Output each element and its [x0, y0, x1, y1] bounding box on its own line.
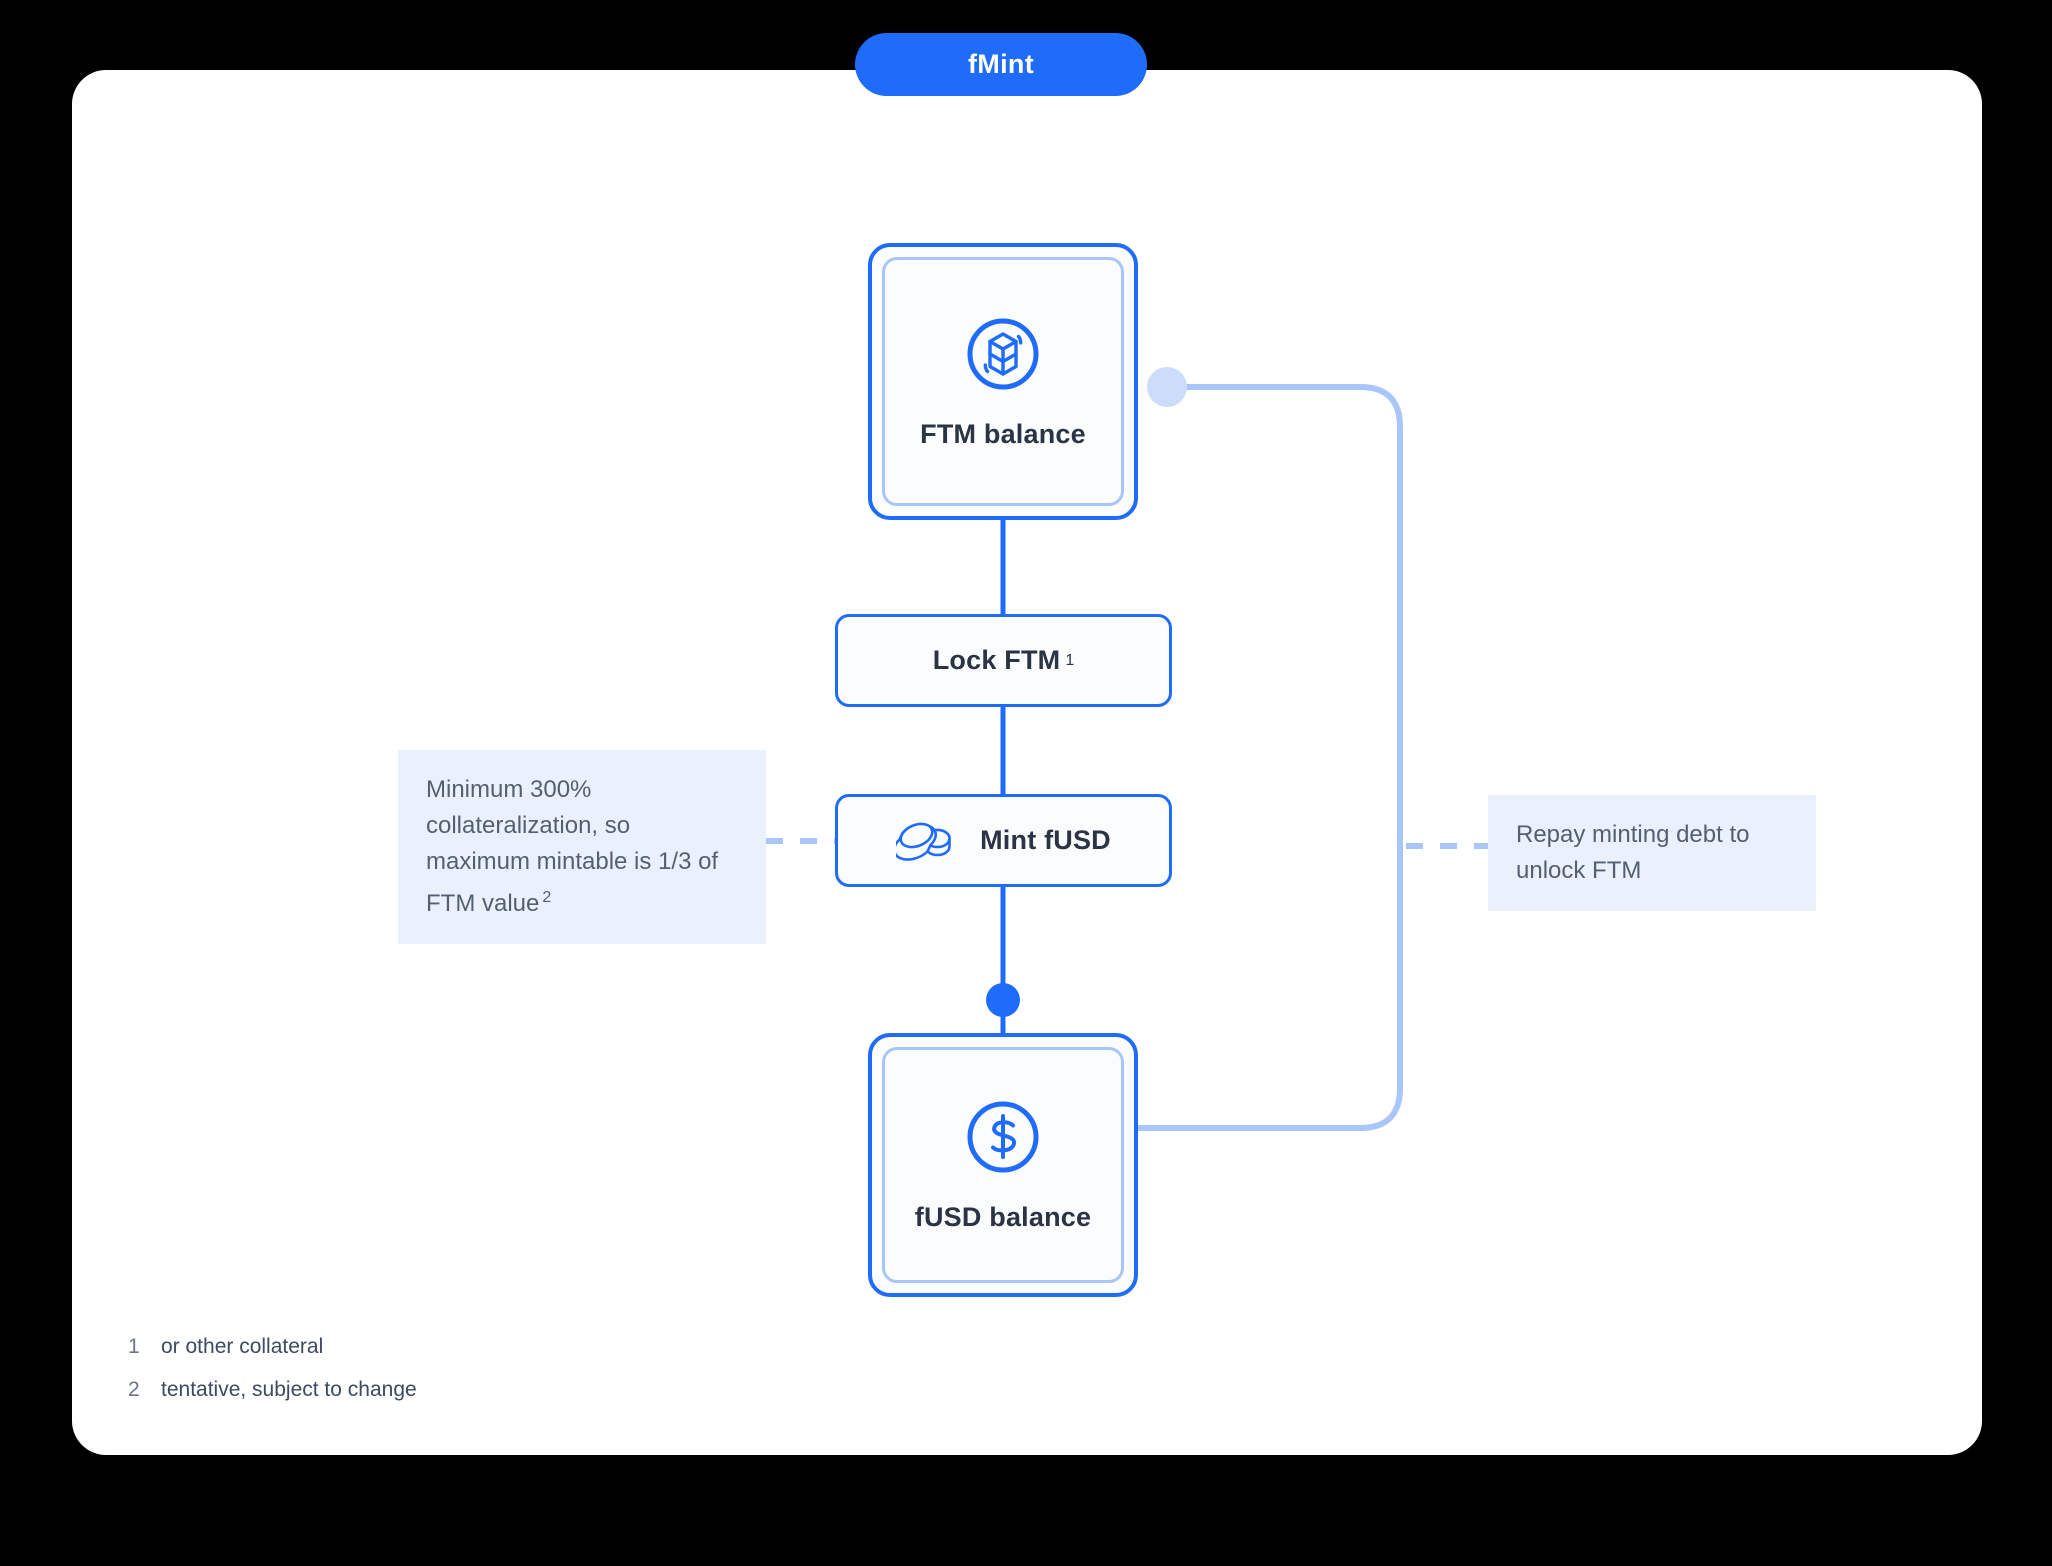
footnote-number: 2	[128, 1378, 140, 1401]
dollar-circle-icon	[963, 1097, 1043, 1182]
card-fusd-balance[interactable]: fUSD balance	[868, 1033, 1138, 1297]
footnote-row: 2 tentative, subject to change	[128, 1378, 417, 1402]
footnote-row: 1 or other collateral	[128, 1335, 417, 1359]
card-ftm-balance[interactable]: FTM balance	[868, 243, 1138, 520]
coins-icon	[893, 813, 958, 868]
footnote-number: 1	[128, 1335, 140, 1358]
box-lock-ftm-label: Lock FTM	[932, 645, 1061, 675]
footnote-text: or other collateral	[161, 1335, 324, 1358]
box-lock-ftm-footnote-ref: 1	[1065, 651, 1075, 669]
note-collateralization-text: Minimum 300% collateralization, so maxim…	[426, 776, 719, 917]
fmint-badge[interactable]: fMint	[855, 33, 1147, 96]
fmint-badge-label: fMint	[968, 49, 1034, 79]
card-fusd-balance-inner: fUSD balance	[882, 1047, 1124, 1283]
note-repay-debt-text: Repay minting debt to unlock FTM	[1516, 821, 1750, 884]
note-collateralization-footnote-ref: 2	[542, 889, 552, 906]
box-mint-fusd-label: Mint fUSD	[980, 825, 1111, 855]
card-ftm-balance-inner: FTM balance	[882, 257, 1124, 506]
note-collateralization: Minimum 300% collateralization, so maxim…	[398, 750, 766, 944]
fantom-logo-icon	[963, 314, 1043, 399]
note-repay-debt: Repay minting debt to unlock FTM	[1488, 795, 1816, 911]
box-lock-ftm[interactable]: Lock FTM 1	[835, 614, 1172, 707]
box-mint-fusd[interactable]: Mint fUSD	[835, 794, 1172, 887]
footnotes-list: 1 or other collateral 2 tentative, subje…	[128, 1335, 417, 1421]
card-ftm-balance-label: FTM balance	[920, 418, 1086, 449]
footnote-text: tentative, subject to change	[161, 1378, 417, 1401]
card-fusd-balance-label: fUSD balance	[914, 1202, 1092, 1232]
